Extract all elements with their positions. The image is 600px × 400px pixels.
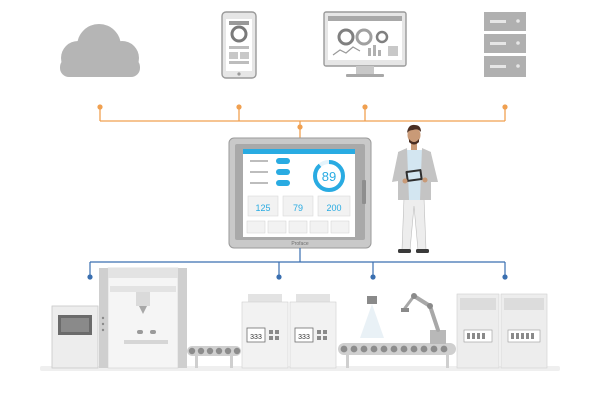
- counter-machine-a: 333: [241, 294, 289, 369]
- hmi-value-3: 200: [326, 203, 341, 213]
- packaging-unit-a: [456, 293, 500, 369]
- hmi-gauge-value: 89: [322, 169, 336, 184]
- bottom-network-nodes: [87, 274, 508, 280]
- column-post: [178, 268, 187, 368]
- hmi-value-2: 79: [293, 203, 303, 213]
- server-icon: [484, 12, 526, 77]
- hmi-panel: 89 125 79 200 Proface: [228, 137, 372, 249]
- robot-arm: [401, 293, 446, 344]
- packaging-unit-b: [500, 293, 548, 369]
- counter-a-display: 333: [250, 334, 262, 341]
- control-cabinet: [51, 305, 99, 369]
- vision-camera: [360, 296, 384, 338]
- dispensing-station: [107, 267, 179, 369]
- conveyor-2: [338, 343, 456, 368]
- post-buttons: [101, 316, 105, 332]
- hmi-button-row: [246, 220, 350, 234]
- monitor-icon: [323, 11, 407, 77]
- top-network-bus: [99, 107, 506, 138]
- counter-b-display: 333: [298, 334, 310, 341]
- top-network-nodes: [97, 104, 508, 130]
- cloud-icon: [60, 24, 140, 77]
- hmi-gauge: 89: [313, 160, 345, 192]
- hmi-value-1: 125: [255, 203, 270, 213]
- conveyor-1: [187, 346, 241, 368]
- operator-person: [392, 124, 438, 253]
- hmi-brand-logo: Proface: [291, 241, 308, 247]
- hmi-value-cards: 125 79 200: [247, 195, 351, 217]
- smartphone-icon: [221, 11, 257, 79]
- counter-machine-b: 333: [289, 294, 337, 369]
- hmi-toggle-rows: [250, 158, 290, 186]
